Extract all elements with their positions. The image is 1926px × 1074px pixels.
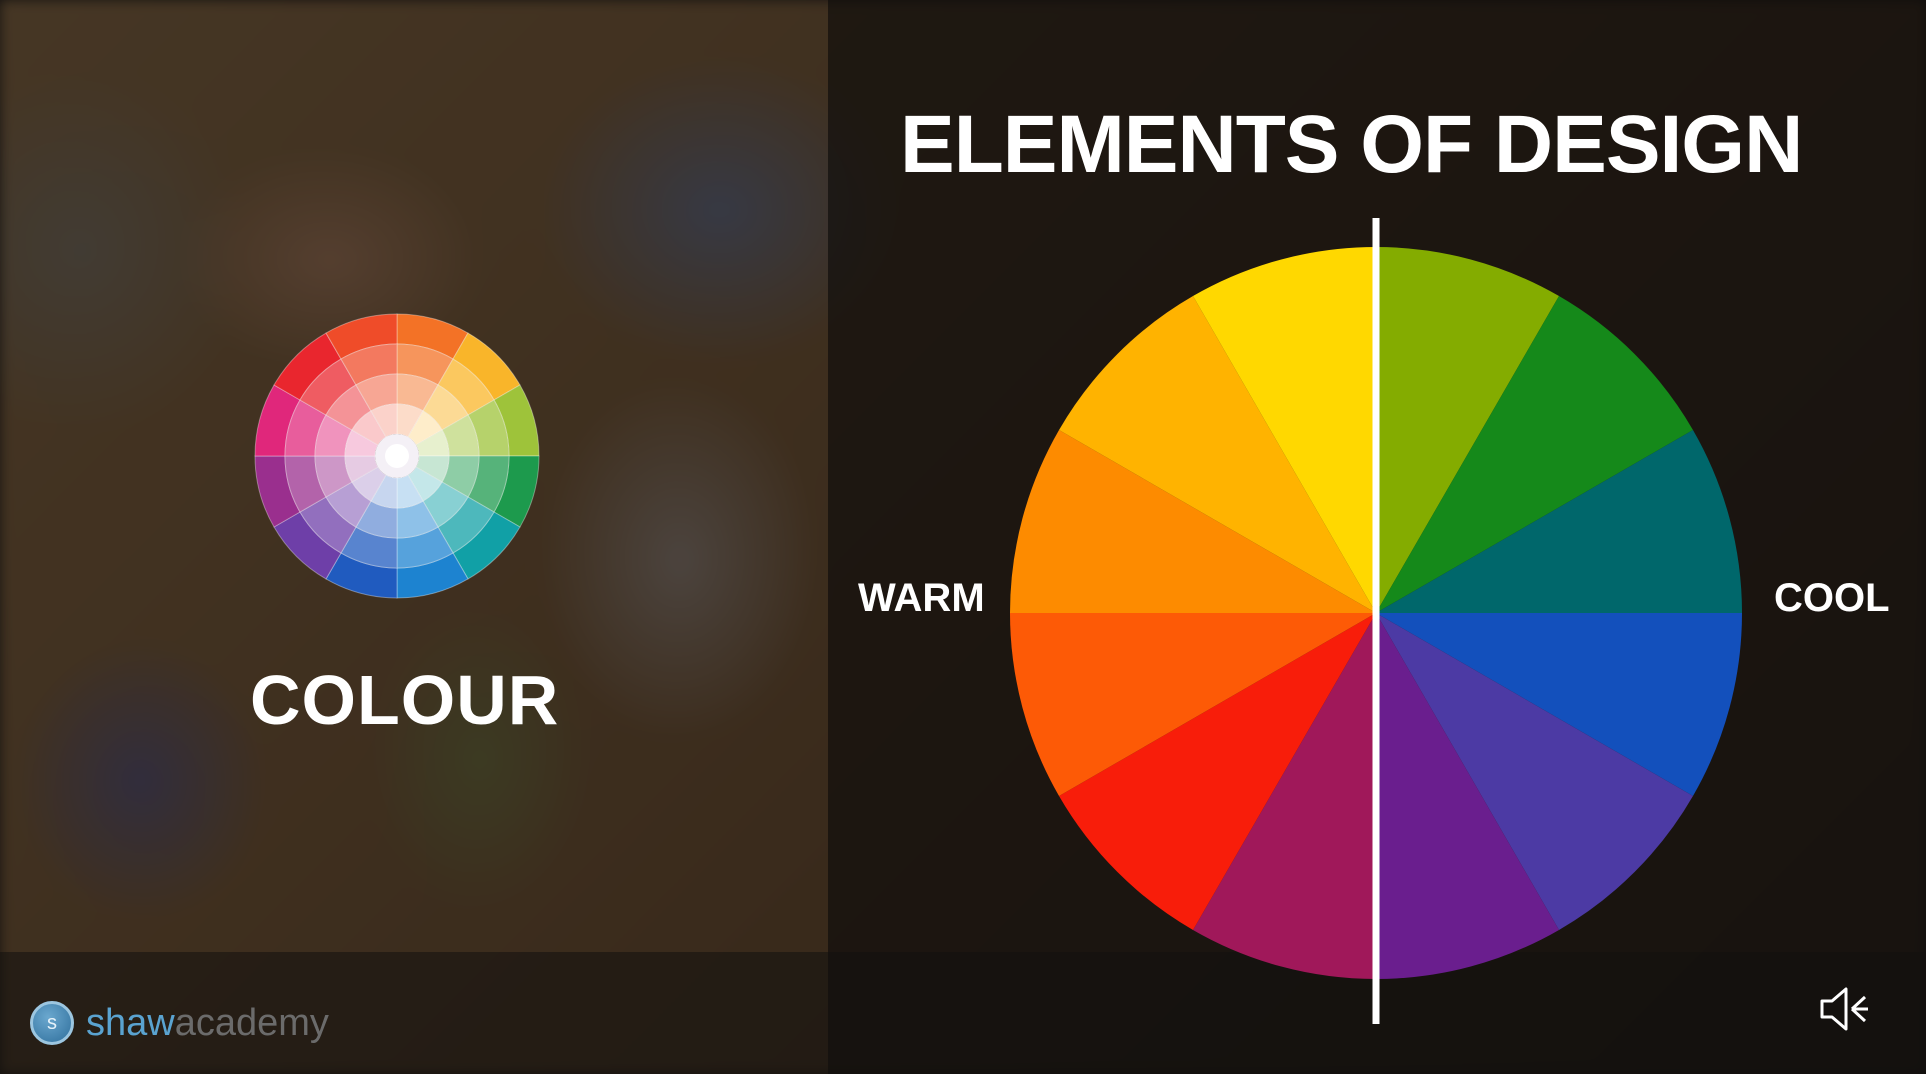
warm-label: WARM (858, 576, 985, 620)
speaker-muted-icon[interactable] (1818, 984, 1874, 1034)
logo-text-shaw: shaw (86, 1001, 175, 1044)
logo-icon: s (30, 1001, 74, 1045)
logo-text-academy: academy (174, 1001, 329, 1044)
big-wheel-segment (1376, 430, 1742, 613)
big-wheel-segment (1193, 247, 1376, 613)
big-wheel-segment (1010, 613, 1376, 796)
small-color-wheel (254, 313, 540, 599)
slide-title: ELEMENTS OF DESIGN (900, 99, 1803, 190)
small-wheel-center-dot (385, 444, 409, 468)
logo-letter: s (47, 1011, 57, 1034)
shaw-academy-logo: s shawacademy (30, 998, 329, 1048)
big-wheel-segment (1376, 613, 1559, 979)
cool-label: COOL (1774, 576, 1890, 620)
big-wheel-segment (1376, 296, 1693, 613)
big-wheel-segment (1376, 613, 1693, 930)
player-control-bar (0, 952, 1926, 1074)
big-wheel-segment (1193, 613, 1376, 979)
big-wheel-segment (1010, 430, 1376, 613)
big-wheel-segment (1376, 613, 1742, 796)
topic-label: COLOUR (250, 661, 560, 739)
big-wheel-segment (1059, 613, 1376, 930)
big-wheel-segment (1059, 296, 1376, 613)
big-wheel-segment (1376, 247, 1559, 613)
big-color-wheel (1010, 247, 1742, 979)
logo-text: shawacademy (86, 1002, 329, 1045)
